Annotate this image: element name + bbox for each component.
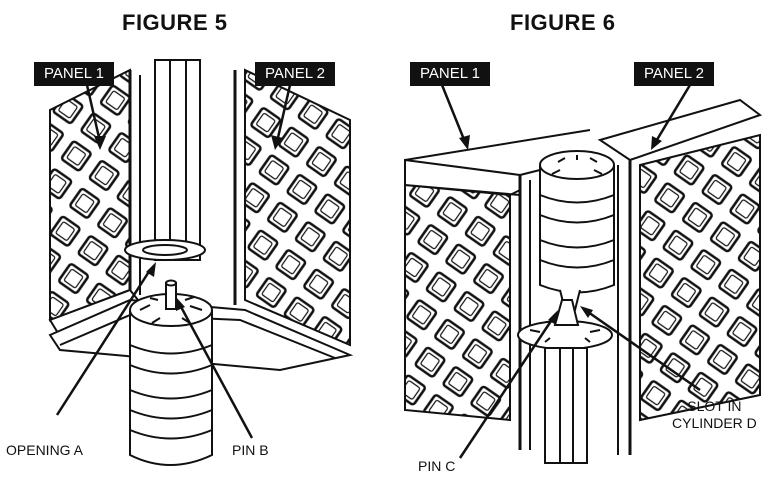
figure6-panel1-label: PANEL 1	[410, 62, 491, 86]
callout-slot: SLOT IN CYLINDER D	[672, 398, 757, 432]
figure6-pole	[544, 347, 588, 464]
figure5-panel1-label: PANEL 1	[34, 62, 115, 86]
callout-slot-line1: SLOT IN	[687, 398, 742, 414]
figure5-panel1	[49, 68, 131, 322]
figure5-pin-b	[165, 282, 177, 310]
figure5-panel2	[244, 68, 351, 347]
figure6-pin-c	[553, 299, 580, 326]
figure5-panel2-label: PANEL 2	[255, 62, 336, 86]
figure5-cylinder	[129, 310, 213, 466]
figure6-cylinder-d	[539, 165, 615, 294]
figure5-opening-ring	[124, 239, 206, 261]
figure5-title: FIGURE 5	[122, 10, 228, 35]
figure6-panel1	[404, 183, 511, 422]
figure6-panel2	[639, 133, 761, 422]
figure5-pole	[154, 59, 201, 261]
callout-slot-line2: CYLINDER D	[672, 415, 757, 431]
figure6-title: FIGURE 6	[510, 10, 616, 35]
figure5-drawing	[48, 59, 354, 466]
callout-pin-b: PIN B	[232, 442, 269, 458]
callout-opening-a: OPENING A	[6, 442, 84, 458]
figure6-panel2-label: PANEL 2	[634, 62, 715, 86]
figure6-drawing	[404, 79, 763, 464]
callout-pin-c: PIN C	[418, 458, 456, 474]
